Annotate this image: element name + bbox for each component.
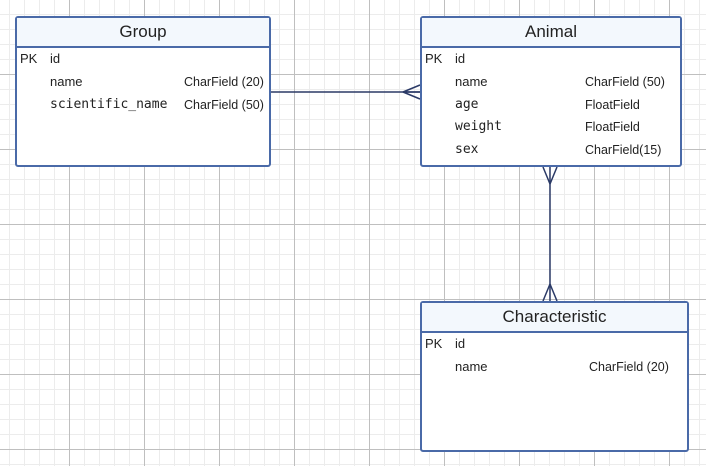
field-type: CharField(15) bbox=[585, 143, 662, 157]
pk-label: PK bbox=[20, 51, 38, 66]
field-name: id bbox=[455, 336, 466, 351]
field-row: name CharField (50) bbox=[422, 72, 680, 92]
entity-group-title: Group bbox=[17, 18, 269, 48]
field-row: name CharField (20) bbox=[17, 72, 269, 92]
field-name: name bbox=[455, 359, 488, 374]
pk-label: PK bbox=[425, 51, 443, 66]
entity-characteristic-title: Characteristic bbox=[422, 303, 687, 333]
entity-animal-title: Animal bbox=[422, 18, 680, 48]
animal-crowfoot-bottom bbox=[542, 166, 558, 185]
field-name: name bbox=[50, 74, 83, 89]
pk-label: PK bbox=[425, 336, 443, 351]
field-row: PK id bbox=[17, 49, 269, 69]
field-name: age bbox=[455, 97, 479, 112]
animal-crowfoot-left bbox=[402, 84, 421, 100]
field-name: id bbox=[50, 51, 61, 66]
field-name: weight bbox=[455, 119, 502, 134]
field-row: scientific_name CharField (50) bbox=[17, 95, 269, 115]
field-type: FloatField bbox=[585, 120, 640, 134]
field-row: weight FloatField bbox=[422, 117, 680, 137]
field-name: sex bbox=[455, 142, 479, 157]
entity-animal[interactable]: Animal PK id name CharField (50) age Flo… bbox=[420, 16, 682, 167]
entity-group[interactable]: Group PK id name CharField (20) scientif… bbox=[15, 16, 271, 167]
field-row: sex CharField(15) bbox=[422, 140, 680, 160]
field-type: CharField (20) bbox=[589, 360, 669, 374]
field-row: age FloatField bbox=[422, 95, 680, 115]
entity-characteristic[interactable]: Characteristic PK id name CharField (20) bbox=[420, 301, 689, 452]
field-row: PK id bbox=[422, 49, 680, 69]
field-row: name CharField (20) bbox=[422, 357, 687, 377]
field-type: CharField (20) bbox=[184, 75, 264, 89]
field-row: PK id bbox=[422, 334, 687, 354]
field-type: FloatField bbox=[585, 98, 640, 112]
field-type: CharField (50) bbox=[184, 98, 264, 112]
field-name: id bbox=[455, 51, 466, 66]
characteristic-crowfoot-top bbox=[542, 283, 558, 302]
field-name: name bbox=[455, 74, 488, 89]
field-name: scientific_name bbox=[50, 97, 168, 112]
field-type: CharField (50) bbox=[585, 75, 665, 89]
